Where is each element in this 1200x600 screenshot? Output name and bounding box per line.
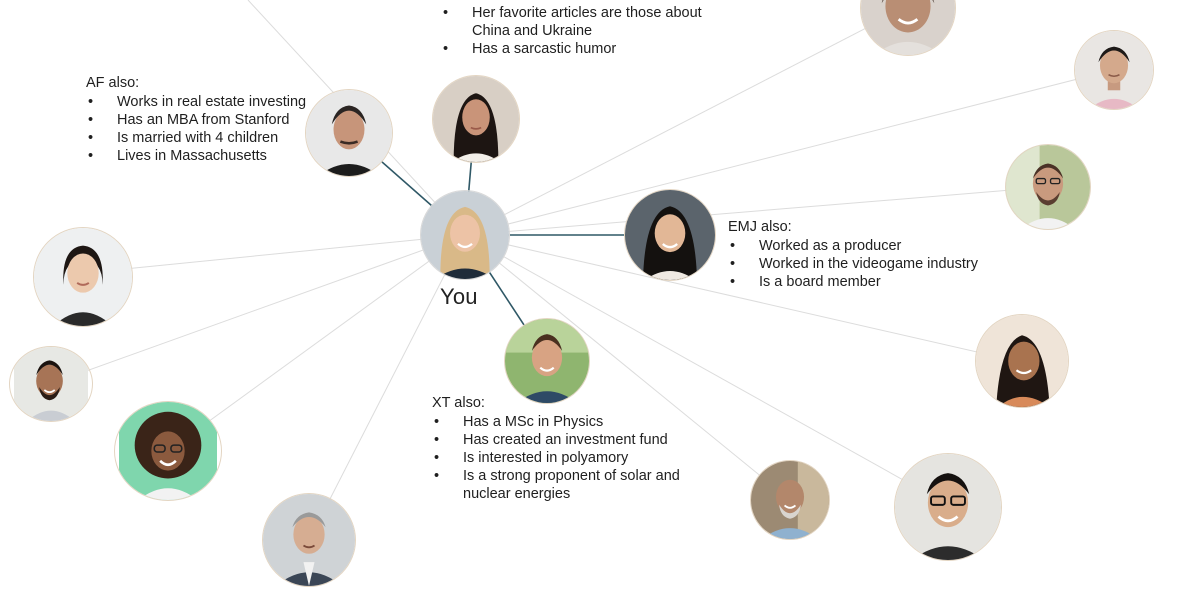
person-photo [625,190,715,280]
person-avatar-emj[interactable] [624,189,716,281]
person-photo [14,347,88,421]
person-photo [263,494,355,586]
note-emj-heading: EMJ also: [728,219,792,235]
person-avatar-right-3[interactable] [975,314,1069,408]
note-emj-item: Worked as a producer [728,237,978,255]
note-xt-heading: XT also: [432,395,485,411]
person-photo [1075,31,1153,109]
note-emj: EMJ also: Worked as a producer Worked in… [728,218,978,291]
note-top-item: Has a sarcastic humor [441,40,732,58]
person-avatar-xt[interactable] [504,318,590,404]
note-af-item: Has an MBA from Stanford [86,111,306,129]
person-avatar-left-1[interactable] [33,227,133,327]
note-xt-list: Has a MSc in Physics Has created an inve… [432,413,703,503]
note-af: AF also: Works in real estate investing … [86,74,306,165]
person-avatar-top-woman[interactable] [432,75,520,163]
person-photo [421,191,509,279]
person-avatar-right-4[interactable] [894,453,1002,561]
edge-right-4 [464,234,949,506]
person-photo [119,402,217,500]
note-af-heading: AF also: [86,75,140,91]
person-avatar-right-1[interactable] [1074,30,1154,110]
edge-left-3 [167,234,466,452]
person-avatar-you[interactable] [420,190,510,280]
edge-left-4 [308,234,466,541]
edge-top-right [464,7,906,236]
edge-left-2 [49,234,466,385]
edge-left-1 [83,234,466,274]
note-top-list: Her favorite articles are those about Ch… [441,4,732,58]
edge-right-3 [464,234,1022,363]
note-af-item: Works in real estate investing [86,93,306,111]
person-photo [976,315,1068,407]
note-xt: XT also: Has a MSc in Physics Has create… [432,394,703,503]
note-top: Her favorite articles are those about Ch… [441,4,732,58]
note-af-item: Lives in Massachusetts [86,147,306,165]
person-photo [505,319,589,403]
person-photo [306,90,392,176]
person-photo [895,454,1001,560]
you-label: You [440,284,478,309]
note-emj-list: Worked as a producer Worked in the video… [728,237,978,291]
person-avatar-left-3[interactable] [114,401,222,501]
person-photo [751,461,829,539]
note-xt-item: Is a strong proponent of solar and nucle… [432,467,703,503]
person-photo [1006,145,1090,229]
note-af-list: Works in real estate investing Has an MB… [86,93,306,165]
person-avatar-right-5[interactable] [750,460,830,540]
note-emj-item: Worked in the videogame industry [728,255,978,273]
note-emj-item: Is a board member [728,273,978,291]
note-af-item: Is married with 4 children [86,129,306,147]
edge-right-1 [464,69,1114,236]
person-avatar-left-4[interactable] [262,493,356,587]
edge-right-2 [464,186,1049,236]
edge-right-5 [464,234,791,501]
note-xt-item: Is interested in polyamory [432,449,703,467]
person-avatar-right-2[interactable] [1005,144,1091,230]
person-avatar-left-2[interactable] [9,346,93,422]
person-photo [433,76,519,162]
person-photo [34,228,132,326]
note-xt-item: Has a MSc in Physics [432,413,703,431]
note-top-item: Her favorite articles are those about Ch… [441,4,732,40]
person-avatar-af[interactable] [305,89,393,177]
note-xt-item: Has created an investment fund [432,431,703,449]
